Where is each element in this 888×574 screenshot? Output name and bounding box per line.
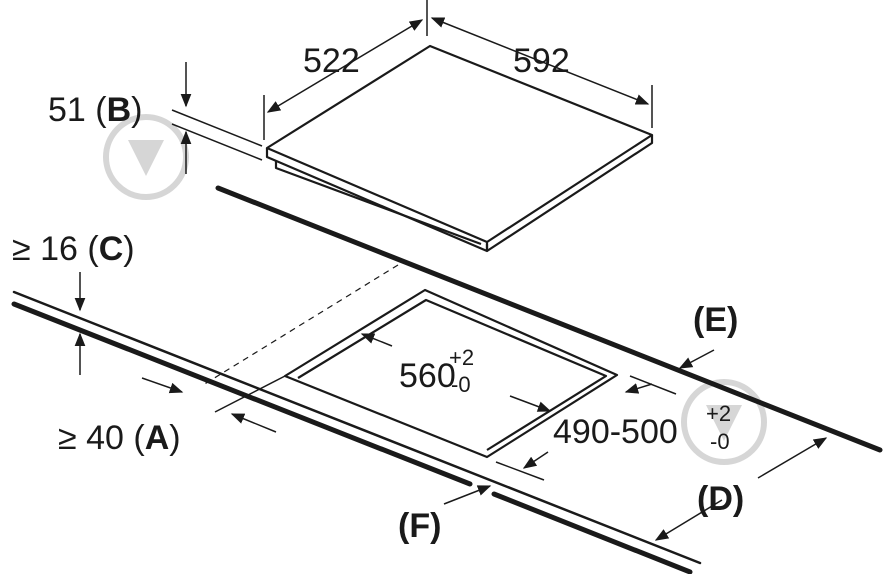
dimension-cutout-width <box>360 333 552 412</box>
label-worktop-thickness: ≥ 16 (C) <box>12 230 135 268</box>
label-cutout-depth-tol-minus: -0 <box>710 429 730 454</box>
label-f: (F) <box>398 507 441 545</box>
dimension-hob-height <box>171 62 263 174</box>
label-cutout-width-tol-plus: +2 <box>449 345 474 370</box>
label-e: (E) <box>693 301 738 339</box>
label-front-distance: ≥ 40 (A) <box>58 419 181 457</box>
label-hob-depth: 522 <box>303 42 360 80</box>
watermark-download-icon <box>103 114 189 200</box>
label-cutout-width: 560 <box>399 357 456 395</box>
label-cutout-depth-tol-plus: +2 <box>706 401 731 426</box>
dimension-cutout-depth <box>495 375 677 481</box>
dimension-e-arrow <box>678 349 715 369</box>
label-cutout-width-tol-minus: -0 <box>451 372 471 397</box>
dimension-front-distance <box>141 375 286 433</box>
label-hob-height: 51 (B) <box>48 91 143 129</box>
dimension-d <box>654 437 828 541</box>
watermark-download-icon-2 <box>681 379 767 465</box>
dimension-f-arrow <box>443 485 492 505</box>
projection-lines <box>202 264 399 386</box>
worktop <box>11 185 883 574</box>
label-hob-width: 592 <box>513 42 570 80</box>
label-d: (D) <box>697 480 744 518</box>
dimension-hob-width <box>426 0 653 128</box>
label-cutout-depth: 490-500 <box>553 413 678 451</box>
dimension-hob-depth <box>263 19 424 140</box>
